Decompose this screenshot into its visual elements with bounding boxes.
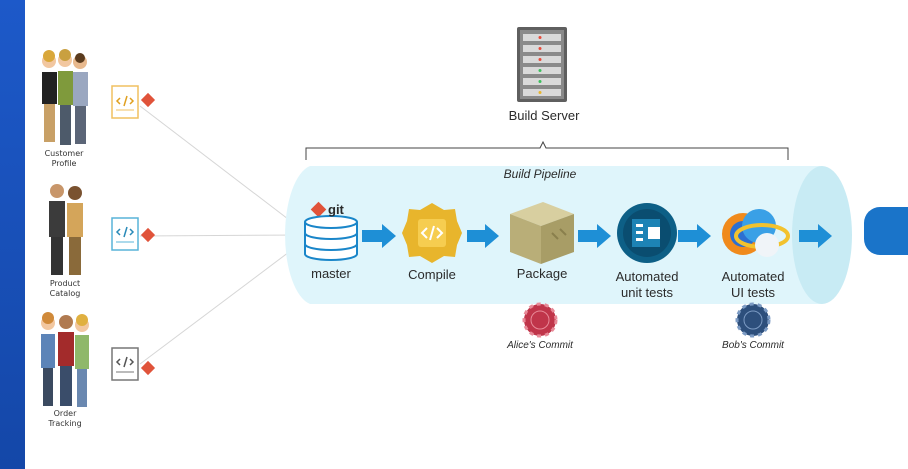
code-file-icon [111,347,156,381]
bracket [305,140,789,160]
stage-label-master: master [311,266,351,281]
connector-line [139,239,306,365]
team-group-customer-profile [42,49,88,145]
team-label-line: Order [53,409,77,418]
alice-commit-label: Alice's Commit [507,340,573,351]
stage-label-line: unit tests [620,285,674,300]
pipeline-title: Build Pipeline [503,167,577,181]
bob-commit-chip [735,302,771,338]
connector-line [139,105,306,233]
stage-label-compile: Compile [408,267,456,282]
bob-commit-label: Bob's Commit [722,340,784,351]
package-icon [510,202,574,264]
code-file-icon [111,85,156,119]
team-label-line: Product [49,279,81,288]
database-icon [304,215,358,261]
team-label-customer-profile: Customer Profile [24,149,104,169]
code-file-icon [111,217,156,251]
stage-label-line: Automated [615,269,679,284]
stage-label-package: Package [516,266,568,281]
pipeline-arrows [362,224,832,248]
left-accent-bar [0,0,25,469]
browser-icon [722,209,790,257]
team-group-order-tracking [41,312,89,407]
team-label-order-tracking: Order Tracking [25,409,105,429]
next-stage-box [864,207,908,255]
compile-icon [402,203,462,263]
git-label: git [328,202,344,217]
stage-label-line: Automated [721,269,785,284]
server-icon [517,27,567,102]
team-group-product-catalog [49,184,83,275]
connector-line [139,234,306,237]
team-label-product-catalog: Product Catalog [25,279,105,299]
team-label-line: Catalog [49,289,81,298]
alice-commit-chip [522,302,558,338]
stage-label-line: UI tests [730,285,776,300]
build-server-label: Build Server [508,108,580,123]
team-label-line: Customer [44,149,84,158]
unit-test-icon [617,203,677,263]
team-label-line: Profile [51,159,77,168]
team-label-line: Tracking [48,419,82,428]
stage-label-ui-tests: Automated UI tests [703,269,803,301]
stage-label-unit-tests: Automated unit tests [597,269,697,301]
git-logo-icon [310,201,327,218]
